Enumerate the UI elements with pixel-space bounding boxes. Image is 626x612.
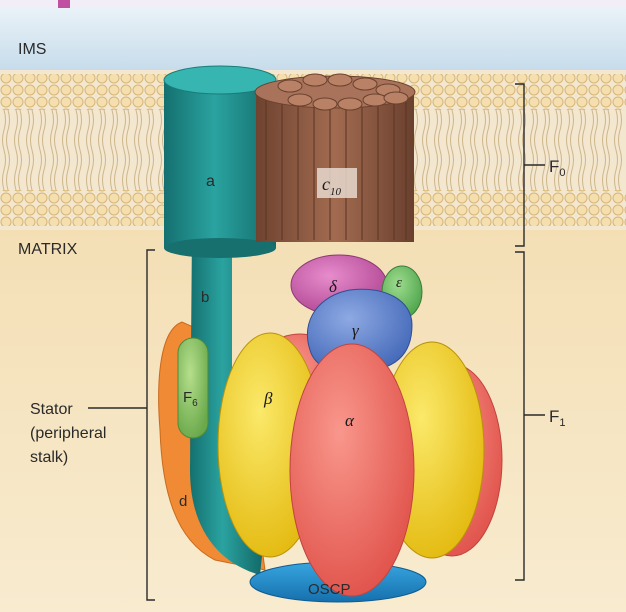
ims-region: [0, 8, 626, 70]
subunit-d-label: d: [179, 493, 187, 510]
brackets: [88, 83, 545, 601]
f1-label: F1: [549, 407, 566, 429]
subunit-oscp-label: OSCP: [308, 581, 351, 598]
subunit-f6-shape: [177, 337, 209, 439]
stator-bracket: [146, 249, 155, 601]
stator-label-line-1: Stator: [30, 401, 73, 418]
alpha-front-shape: [289, 343, 415, 597]
subunit-alpha-label: α: [345, 411, 355, 430]
c-ring-shape: [254, 73, 416, 242]
stator-label-line-2: (peripheral: [30, 425, 106, 442]
stator-label-line-3: stalk): [30, 449, 68, 466]
subunit-gamma-label: γ: [352, 321, 360, 340]
top-marker: [58, 0, 70, 8]
f0-label: F0: [549, 157, 566, 179]
subunit-beta-label: β: [263, 389, 273, 408]
subunit-c10-label: c10: [322, 174, 342, 198]
subunit-f6-label: F6: [183, 389, 198, 409]
subunit-a-label: a: [206, 173, 215, 190]
matrix-label: MATRIX: [18, 241, 78, 258]
subunit-b-label: b: [201, 289, 209, 306]
f1-bracket: [515, 251, 525, 581]
subunit-epsilon-label: ε: [396, 275, 402, 291]
top-strip: [0, 0, 626, 8]
ims-label: IMS: [18, 41, 46, 58]
subunit-delta-label: δ: [329, 277, 338, 296]
